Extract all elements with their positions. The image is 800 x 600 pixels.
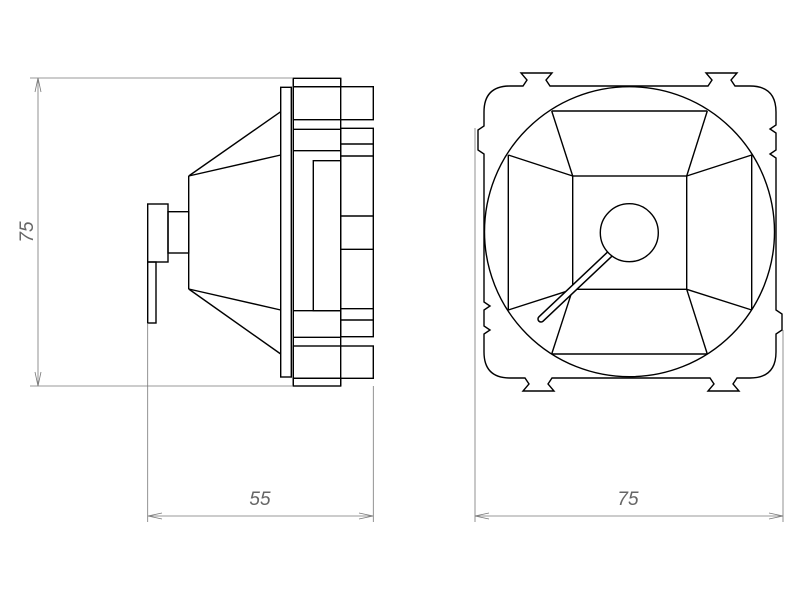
lever-tail [146, 261, 157, 324]
outer-ring [483, 85, 776, 378]
height-dimension: 75 [17, 77, 293, 387]
width-dimension: 75 [474, 128, 784, 522]
mounting-frame [477, 72, 783, 392]
stem [167, 210, 190, 254]
lever-arm [537, 248, 616, 323]
depth-label: 55 [249, 489, 271, 510]
lever-handle [146, 203, 169, 263]
width-label: 75 [617, 489, 639, 510]
height-label: 75 [17, 221, 38, 243]
inner-square [572, 175, 688, 291]
depth-dimension: 55 [147, 323, 374, 522]
knob [599, 202, 659, 263]
front-plate [280, 86, 293, 378]
side-view [146, 77, 375, 387]
front-view [477, 72, 783, 392]
